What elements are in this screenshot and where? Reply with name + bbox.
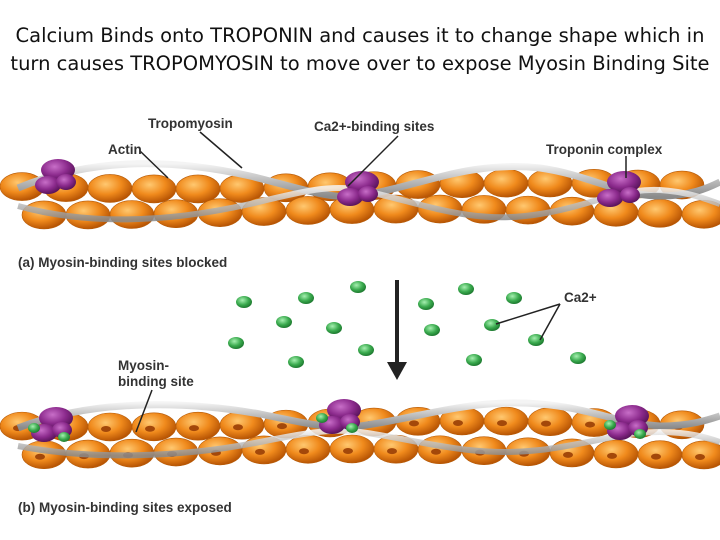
- myosin-binding-site: [431, 448, 441, 455]
- ca-binding-sites-label: Ca2+-binding sites: [314, 119, 434, 134]
- actin-monomer: [483, 406, 529, 436]
- calcium-ion: [418, 298, 434, 310]
- myosin-binding-site-leader: [135, 389, 153, 433]
- myosin-binding-site: [651, 453, 661, 460]
- actin-label: Actin: [108, 142, 142, 157]
- actin-monomer: [175, 411, 221, 441]
- actin-monomer: [87, 412, 133, 442]
- myosin-binding-site: [233, 424, 243, 431]
- troponin-complex-a1: [35, 159, 76, 194]
- calcium-ion: [350, 281, 366, 293]
- actin-monomer: [593, 439, 639, 469]
- actin-monomer: [637, 440, 683, 469]
- calcium-ion: [326, 322, 342, 334]
- calcium-ion: [506, 292, 522, 304]
- tropomyosin-label: Tropomyosin: [148, 116, 233, 131]
- myosin-binding-site: [607, 452, 617, 459]
- myosin-binding-site: [189, 425, 199, 432]
- actin-monomer: [87, 174, 133, 203]
- troponin-complex-b3: [604, 405, 649, 440]
- myosin-binding-site: [277, 423, 287, 430]
- calcium-ion: [466, 354, 482, 366]
- tropomyosin-strand-a: [16, 160, 720, 223]
- myosin-binding-site: [497, 420, 507, 427]
- title-line-2: turn causes TROPOMYOSIN to move over to …: [10, 52, 710, 75]
- caption-a: (a) Myosin-binding sites blocked: [18, 255, 227, 270]
- calcium-ion: [570, 352, 586, 364]
- title-line-1: Calcium Binds onto TROPONIN and causes i…: [15, 24, 705, 47]
- myosin-binding-site: [299, 448, 309, 455]
- tropomyosin-strand-b: [16, 399, 720, 459]
- myosin-binding-site: [255, 448, 265, 455]
- actin-monomer: [483, 168, 529, 198]
- calcium-ion: [228, 337, 244, 349]
- myosin-binding-site-label-2: binding site: [118, 374, 194, 389]
- calcium-ion: [424, 324, 440, 336]
- actin-monomer: [527, 407, 573, 436]
- myosin-binding-site: [387, 448, 397, 455]
- troponin-complex-a2: [337, 171, 379, 206]
- troponin-complex-b2: [316, 399, 361, 434]
- myosin-binding-site: [563, 451, 573, 458]
- myosin-binding-site: [35, 453, 45, 460]
- calcium-ion: [458, 283, 474, 295]
- myosin-binding-site: [541, 420, 551, 427]
- calcium-ion: [484, 319, 500, 331]
- myosin-binding-site: [145, 425, 155, 432]
- ca-ion-label: Ca2+: [564, 290, 597, 305]
- myosin-binding-site: [409, 420, 419, 427]
- actin-monomer: [175, 174, 221, 204]
- myosin-binding-site: [101, 425, 111, 432]
- transition-arrow: [387, 280, 407, 380]
- actin-monomer: [285, 196, 331, 225]
- troponin-complex-b1: [28, 407, 73, 442]
- myosin-binding-site: [695, 453, 705, 460]
- myosin-binding-site: [585, 421, 595, 428]
- calcium-ion: [528, 334, 544, 346]
- filament-b: [0, 399, 720, 470]
- actin-monomer: [109, 200, 155, 229]
- slide-title: Calcium Binds onto TROPONIN and causes i…: [0, 22, 720, 78]
- ca-leader-lines: [495, 303, 561, 341]
- troponin-complex-a3: [597, 171, 641, 207]
- actin-monomer: [637, 199, 683, 228]
- myosin-binding-site-label-1: Myosin-: [118, 358, 169, 373]
- calcium-ion: [276, 316, 292, 328]
- myosin-binding-site: [343, 448, 353, 455]
- calcium-ion: [288, 356, 304, 368]
- troponin-complex-label: Troponin complex: [546, 142, 663, 157]
- actin-monomer: [131, 174, 177, 204]
- calcium-ion: [358, 344, 374, 356]
- myosin-binding-site: [453, 420, 463, 427]
- filament-a: [0, 159, 720, 230]
- calcium-ion: [298, 292, 314, 304]
- calcium-ion: [236, 296, 252, 308]
- leader-lines-a: [139, 131, 627, 187]
- caption-b: (b) Myosin-binding sites exposed: [18, 500, 232, 515]
- calcium-ions: [228, 281, 586, 368]
- actin-monomer: [285, 434, 331, 464]
- actin-monomer: [329, 434, 375, 464]
